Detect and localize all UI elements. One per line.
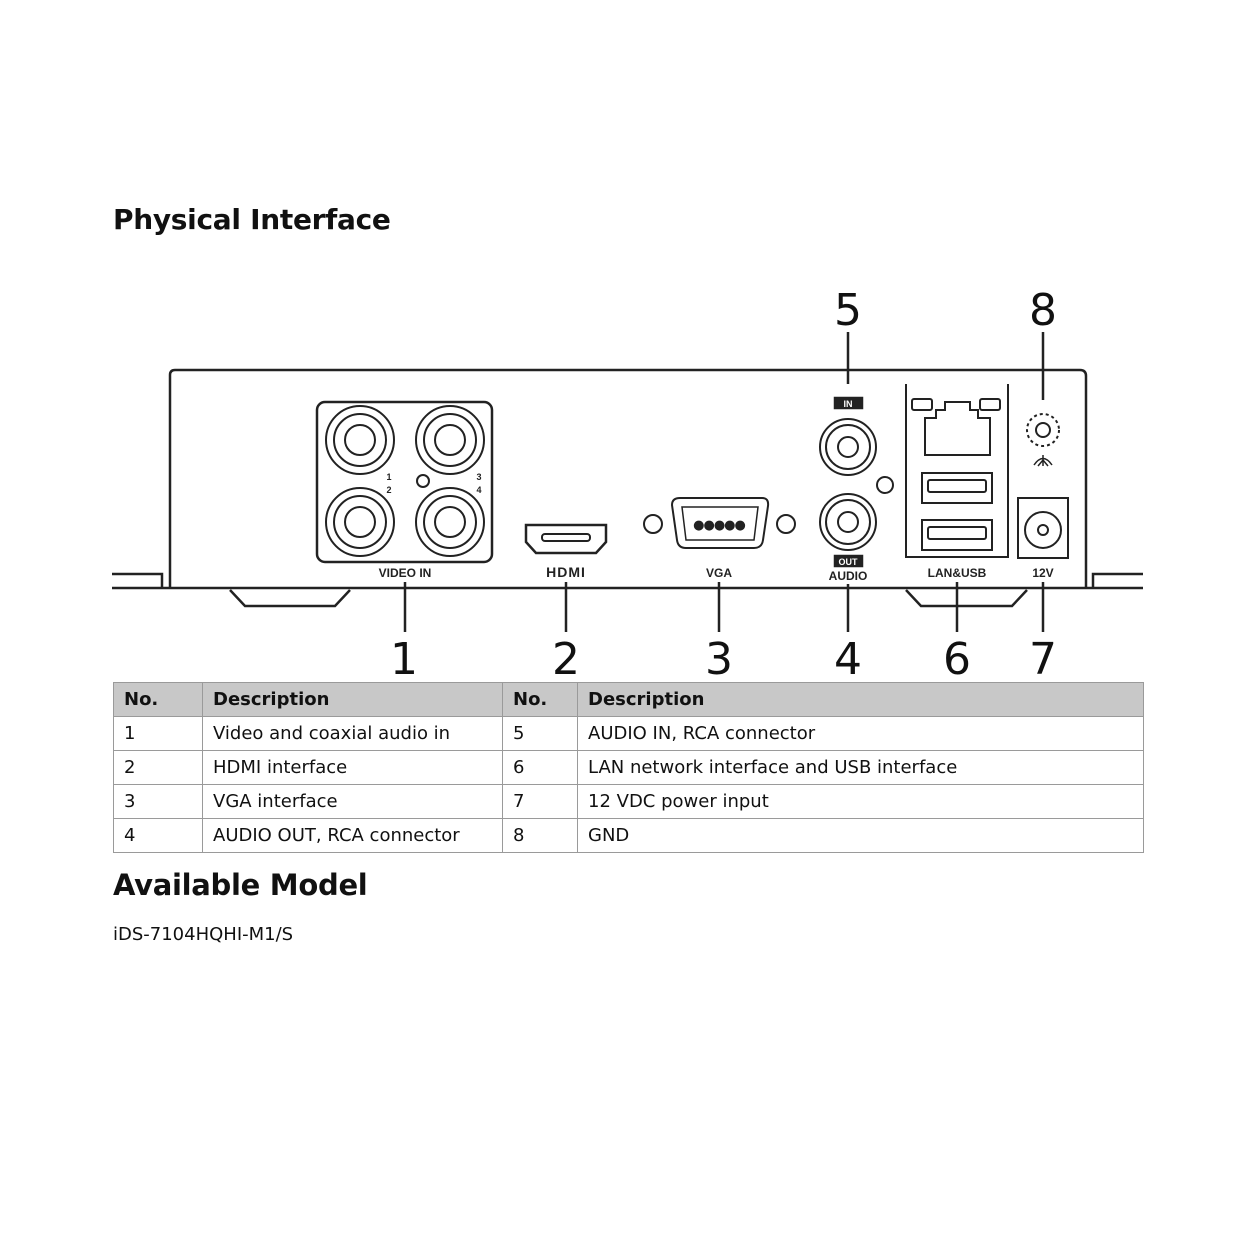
- foot-right: [905, 589, 1028, 608]
- bnc-label-1: 1: [386, 472, 391, 482]
- cell: 4: [113, 818, 203, 853]
- callout-2: 2: [552, 634, 580, 680]
- power-jack: [1017, 497, 1069, 559]
- cell: 7: [502, 784, 578, 819]
- cell: 12 VDC power input: [577, 784, 1144, 819]
- bnc-connectors: [315, 400, 494, 564]
- header-no: No.: [502, 682, 578, 717]
- table-header-row: No. Description No. Description: [113, 682, 1144, 717]
- cell: 5: [502, 716, 578, 751]
- label-audio-in: IN: [844, 399, 853, 409]
- cell: AUDIO OUT, RCA connector: [202, 818, 503, 853]
- bnc-label-2: 2: [386, 485, 391, 495]
- callout-8: 8: [1029, 285, 1057, 336]
- label-audio-out: OUT: [839, 557, 859, 567]
- bnc-label-4: 4: [476, 485, 481, 495]
- header-no: No.: [113, 682, 203, 717]
- label-lan-usb: LAN&USB: [928, 566, 987, 580]
- vga-pins: ●●●●●: [693, 518, 745, 533]
- label-hdmi: HDMI: [546, 564, 586, 580]
- cell: AUDIO IN, RCA connector: [577, 716, 1144, 751]
- section-title-available-model: Available Model: [113, 868, 368, 902]
- cell: 1: [113, 716, 203, 751]
- callout-5: 5: [834, 285, 862, 336]
- callout-lines: [403, 332, 1045, 632]
- callout-6: 6: [943, 634, 971, 680]
- section-title-physical-interface: Physical Interface: [113, 203, 391, 236]
- cell: HDMI interface: [202, 750, 503, 785]
- label-vga: VGA: [706, 566, 732, 580]
- rca-connectors: [819, 418, 894, 551]
- cell: 3: [113, 784, 203, 819]
- callout-1: 1: [390, 634, 418, 680]
- model-name: iDS-7104HQHI-M1/S: [113, 924, 294, 945]
- label-power: 12V: [1032, 566, 1053, 580]
- vga-port: [643, 497, 796, 549]
- bnc-label-3: 3: [476, 472, 481, 482]
- cell: 6: [502, 750, 578, 785]
- callout-7: 7: [1029, 634, 1057, 680]
- gnd-terminal: [1026, 413, 1060, 467]
- lan-usb-port: [905, 384, 1009, 558]
- cell: 2: [113, 750, 203, 785]
- header-description: Description: [202, 682, 503, 717]
- rear-panel-diagram: 1 2 3 4 VIDEO IN HDMI VGA ●●●●● IN OUT A…: [112, 285, 1143, 680]
- chassis: [168, 368, 1088, 588]
- hdmi-port: [524, 523, 608, 555]
- cell: VGA interface: [202, 784, 503, 819]
- label-video-in: VIDEO IN: [379, 566, 432, 580]
- label-audio: AUDIO: [829, 569, 868, 583]
- header-description: Description: [577, 682, 1144, 717]
- cell: 8: [502, 818, 578, 853]
- callout-3: 3: [705, 634, 733, 680]
- cell: LAN network interface and USB interface: [577, 750, 1144, 785]
- foot-left: [229, 589, 351, 608]
- cell: Video and coaxial audio in: [202, 716, 503, 751]
- cell: GND: [577, 818, 1144, 853]
- callout-4: 4: [834, 634, 862, 680]
